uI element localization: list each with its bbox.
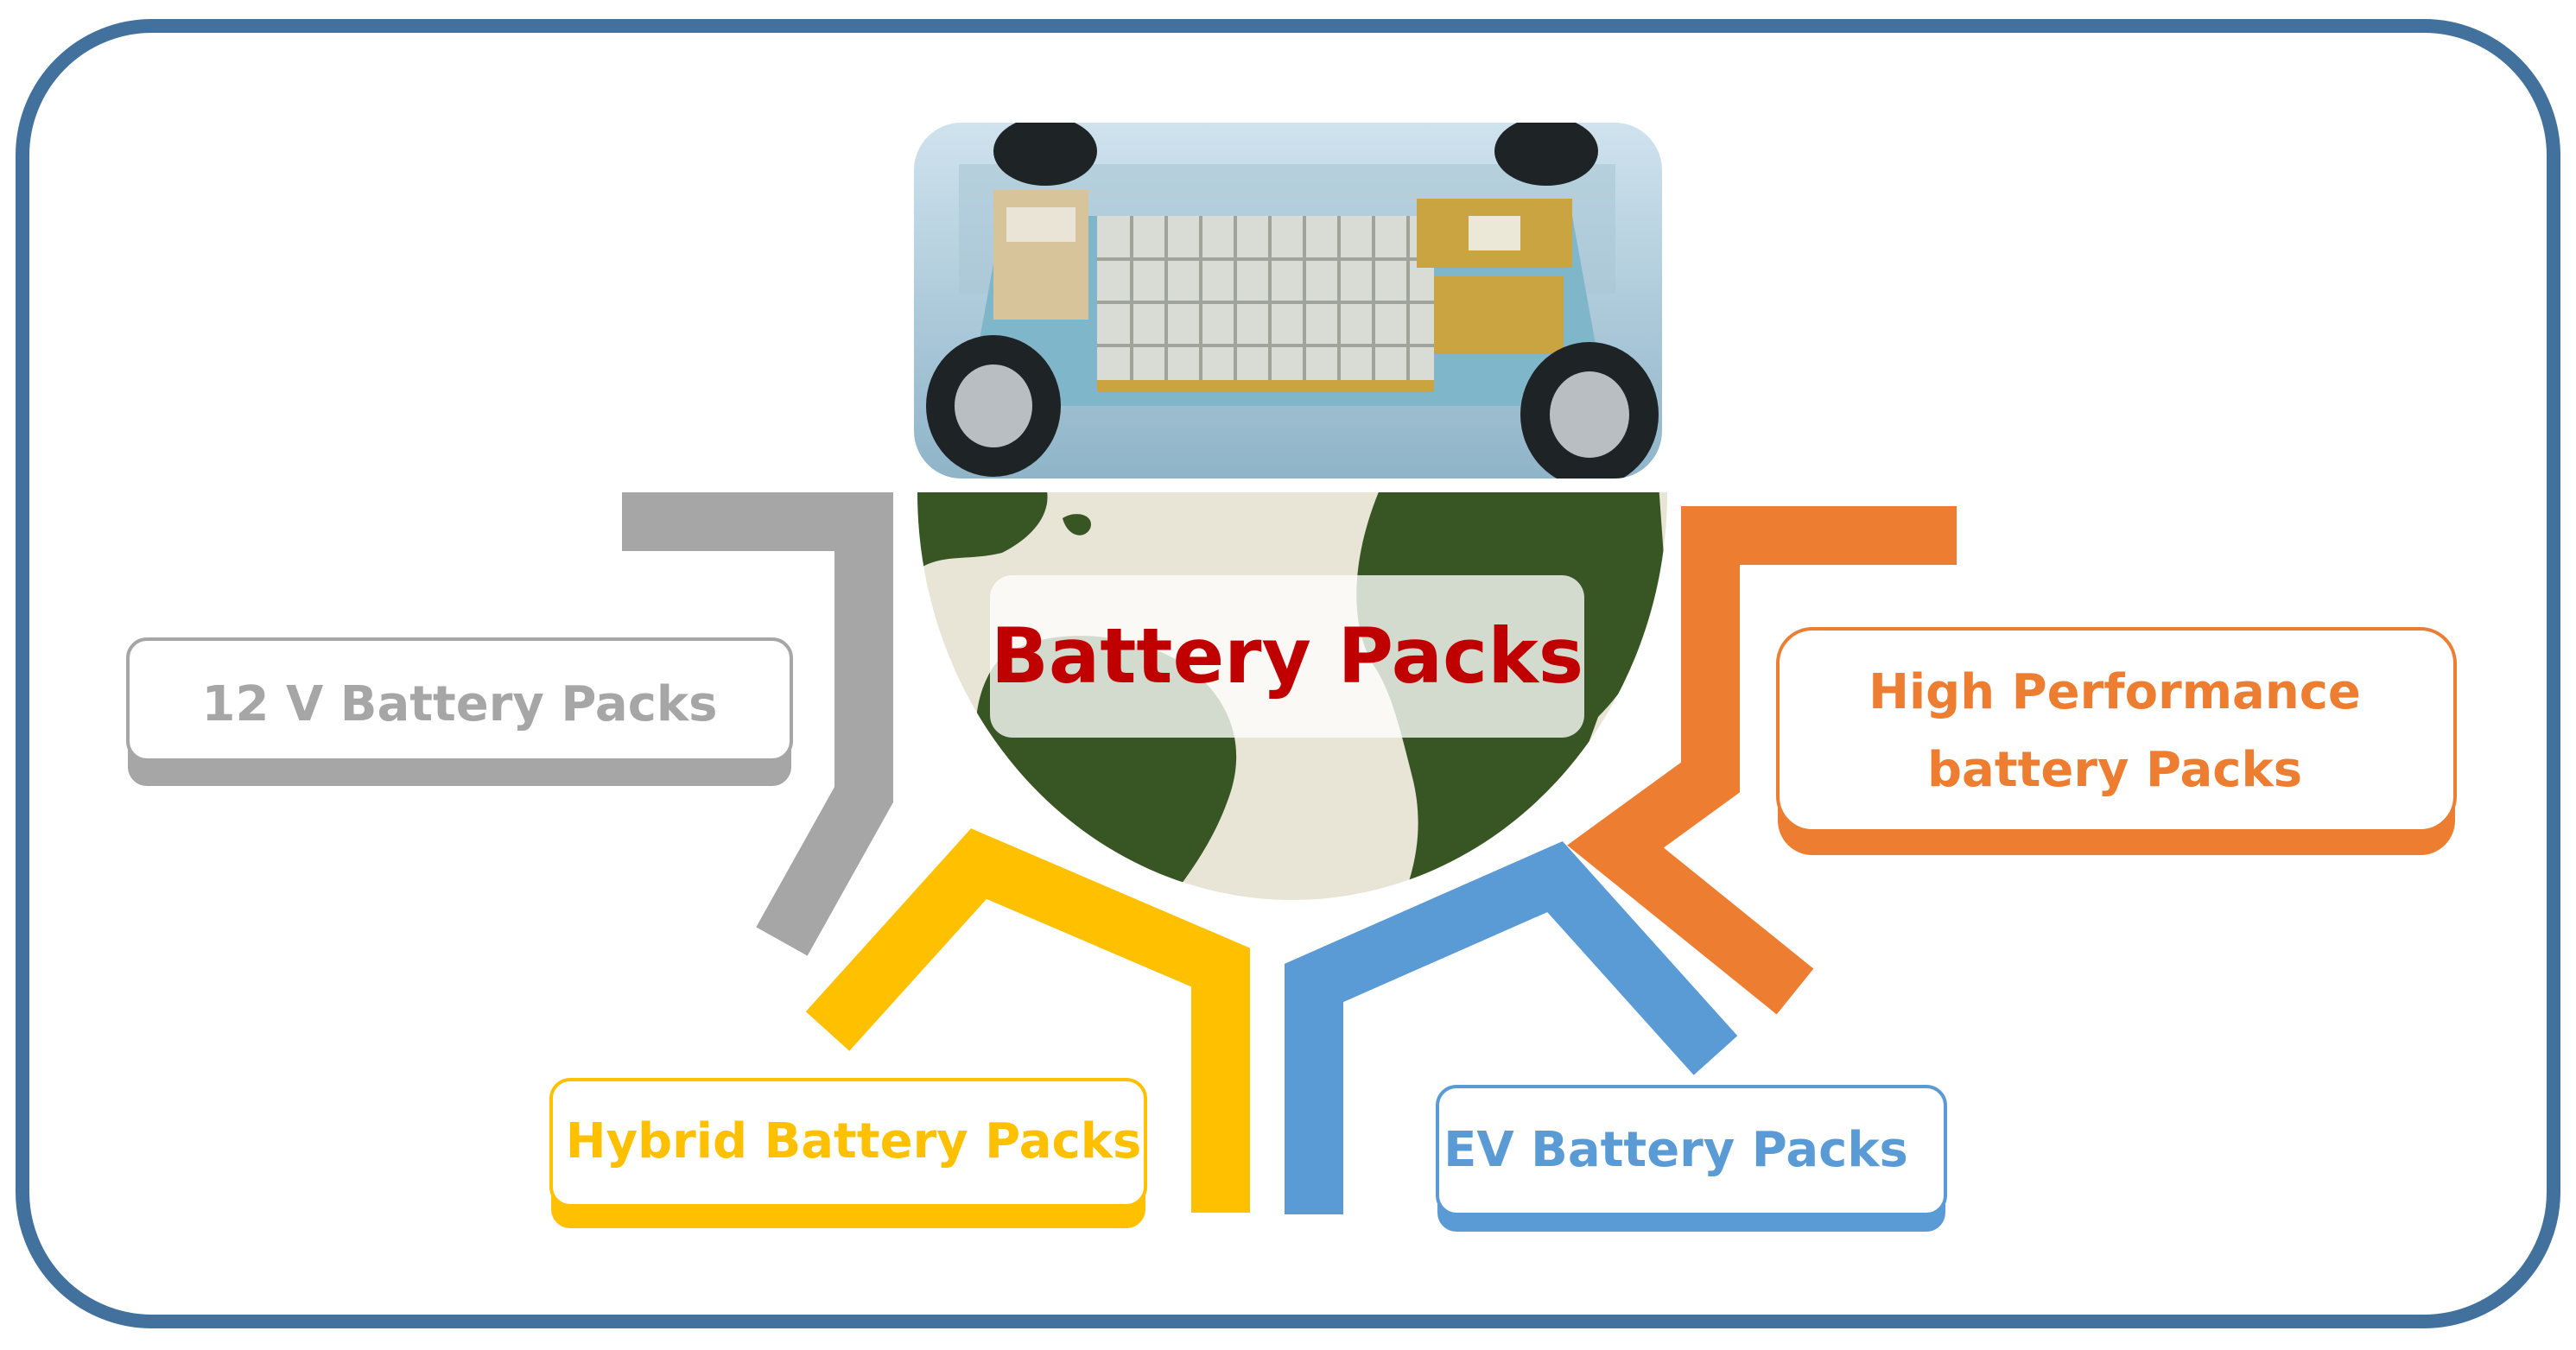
category-label-high-performance-line1: High Performance: [1869, 664, 2361, 720]
category-label-ev: EV Battery Packs: [1443, 1122, 1908, 1178]
island-land: [1063, 514, 1091, 536]
connector-ev: [1285, 840, 1738, 1214]
battery-cells: [1097, 216, 1434, 392]
category-box-hybrid: Hybrid Battery Packs: [549, 1078, 1147, 1228]
wheels: [926, 123, 1659, 479]
category-label-12v: 12 V Battery Packs: [202, 676, 718, 732]
category-label-hybrid: Hybrid Battery Packs: [566, 1113, 1142, 1169]
category-box-ev: EV Battery Packs: [1436, 1085, 1947, 1232]
ev-chassis-battery-photo: [914, 123, 1662, 479]
category-box-12v: 12 V Battery Packs: [126, 637, 793, 786]
category-label-high-performance-line2: battery Packs: [1927, 742, 2302, 798]
connector-12v: [622, 492, 893, 956]
center-title: Battery Packs: [991, 612, 1583, 700]
north-america-land: [917, 492, 1048, 570]
connector-high-performance: [1567, 506, 1957, 1015]
connector-arms: [622, 492, 1957, 1214]
category-box-high-performance: High Performance battery Packs: [1776, 627, 2457, 855]
connector-hybrid: [805, 828, 1250, 1213]
center-title-box: [990, 575, 1584, 738]
